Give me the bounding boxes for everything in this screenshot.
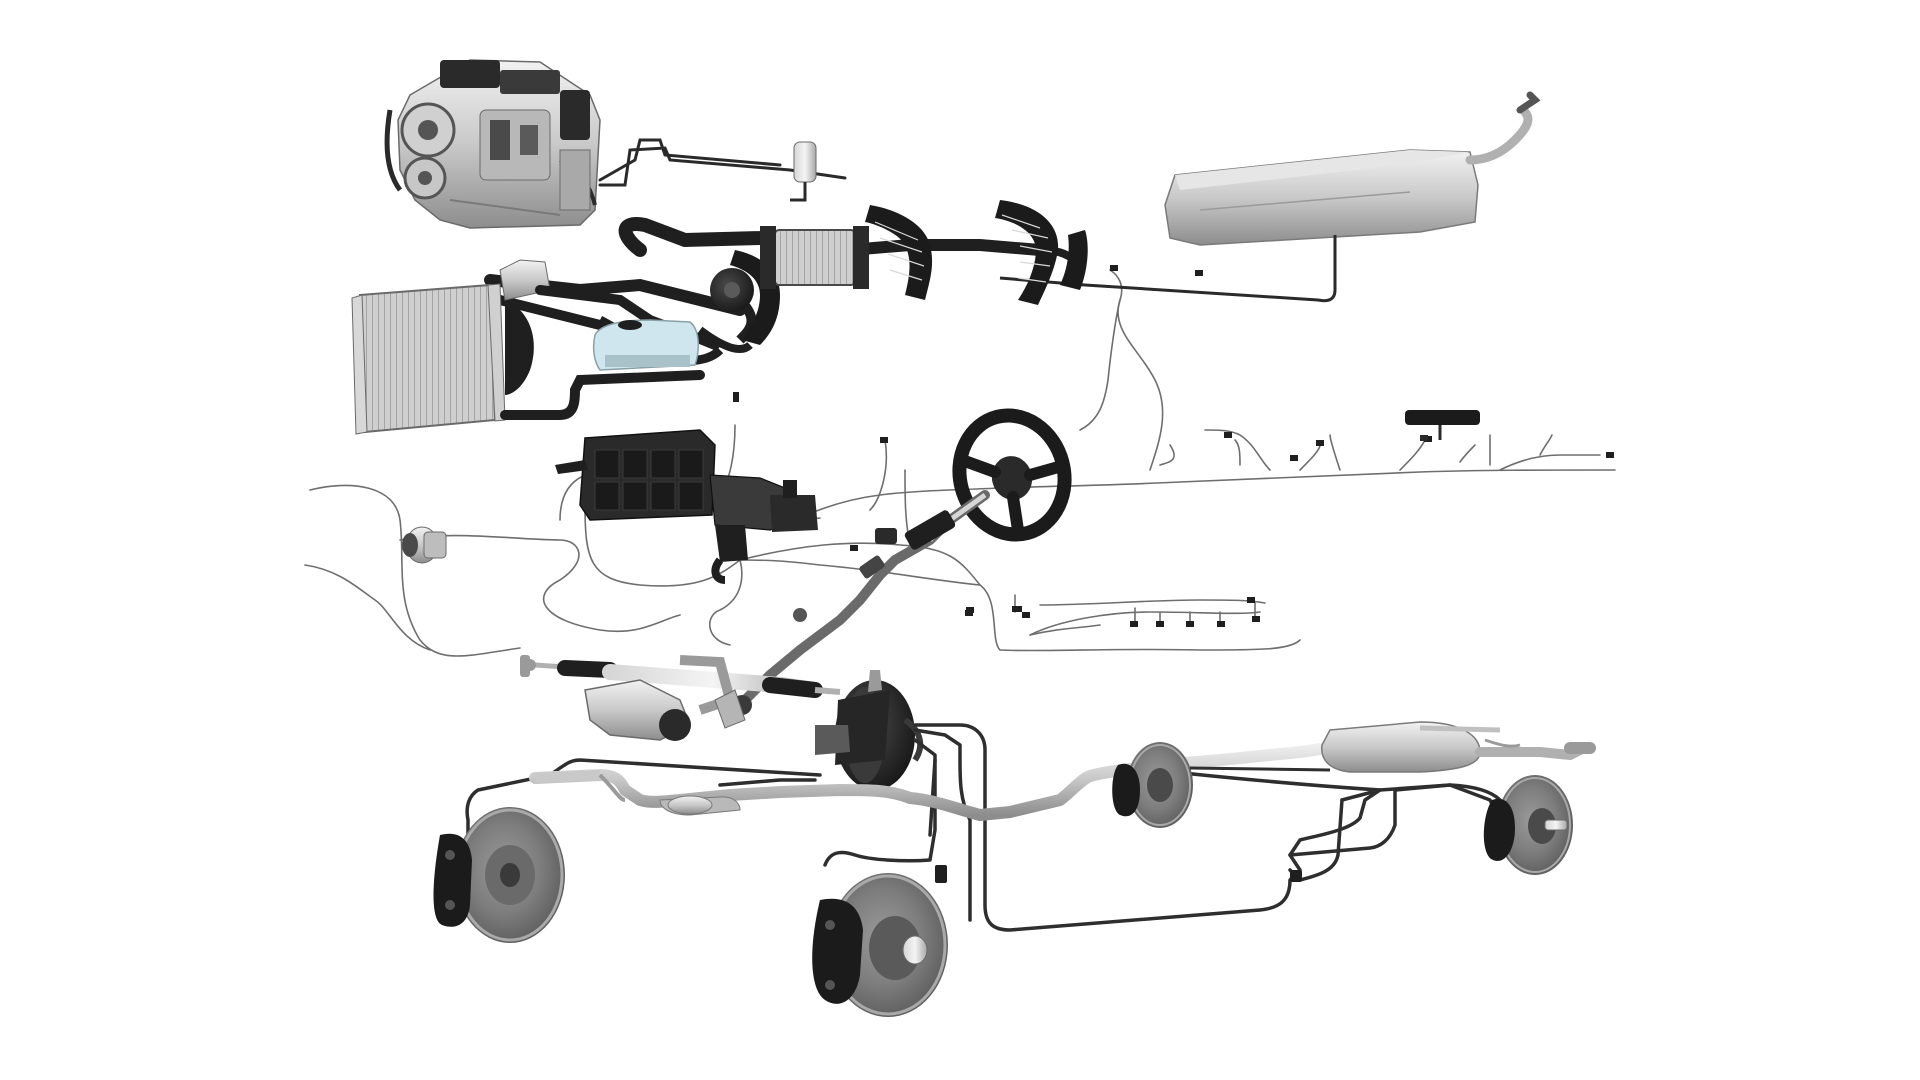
engine — [384, 59, 601, 229]
front-right-brake — [812, 873, 948, 1017]
blower — [710, 268, 754, 312]
brake-booster — [815, 670, 924, 790]
fuel-line — [999, 235, 1337, 303]
exhaust-system — [529, 721, 1596, 821]
fuel-filter — [790, 141, 817, 202]
rear-axle-lines — [1189, 766, 1331, 772]
radiator — [351, 259, 551, 435]
steering-rack — [524, 655, 841, 741]
vent-fins — [874, 214, 1053, 283]
tie-rod-end — [520, 655, 530, 677]
rear-left-brake — [1112, 742, 1193, 828]
wiring-harness — [304, 269, 1616, 657]
steering-wheel — [952, 408, 1072, 542]
intercooler — [760, 226, 869, 289]
rear-right-brake — [1483, 775, 1573, 875]
engine-lines — [598, 138, 847, 187]
fuel-tank — [1164, 91, 1541, 246]
front-left-brake — [433, 807, 565, 943]
harness-connectors — [733, 265, 1614, 627]
brake-line-connectors — [935, 865, 1302, 883]
steering-column — [732, 490, 990, 715]
coolant-reservoir — [592, 319, 700, 371]
rear-sensor-module — [1405, 410, 1480, 441]
hvac-unit — [555, 429, 818, 584]
alternator-unit — [402, 526, 447, 564]
